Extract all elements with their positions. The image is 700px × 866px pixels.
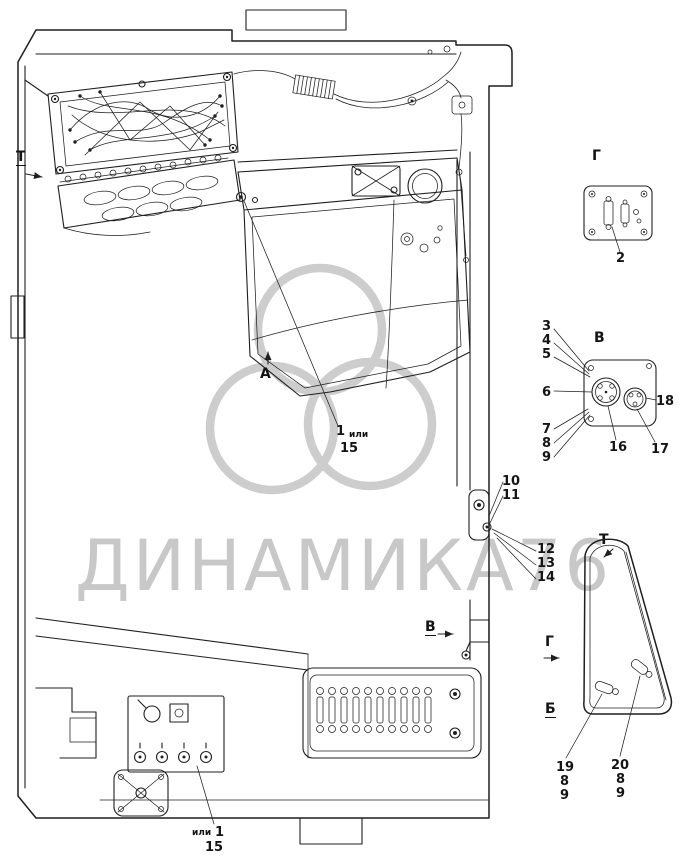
watermark-text: ДИНАМИКА76 (75, 525, 612, 607)
switch-panel (127, 695, 225, 773)
vent-grille-openings (57, 159, 241, 236)
watermark-logo-icon (205, 263, 437, 495)
terminal-strip (59, 154, 229, 183)
fuse-block (302, 667, 482, 759)
section-b-bracket (461, 619, 490, 660)
arrow-t-left (25, 172, 43, 179)
heater-fan-motor (113, 769, 169, 817)
detail-view-g (583, 185, 653, 253)
window-lock-19 (594, 680, 619, 696)
cab-body-outline (10, 9, 513, 845)
fuses (316, 687, 432, 733)
window-lock-20 (630, 659, 653, 678)
instrument-cluster-opening (47, 71, 239, 175)
section-arrows (25, 172, 614, 662)
lower-console (35, 617, 309, 759)
roof-wiring-harness (233, 45, 473, 263)
door-latch (468, 489, 492, 541)
corrugated-conduit (292, 74, 336, 100)
vent-window-detail (583, 538, 673, 715)
arrow-t-window (603, 548, 614, 558)
detail-view-v (583, 359, 657, 427)
mounting-bracket (351, 165, 401, 197)
leader-lines (196, 200, 657, 825)
round-gauge (400, 168, 443, 253)
door-trim-panel (235, 149, 471, 397)
wiring-harness-bundle (67, 90, 226, 156)
